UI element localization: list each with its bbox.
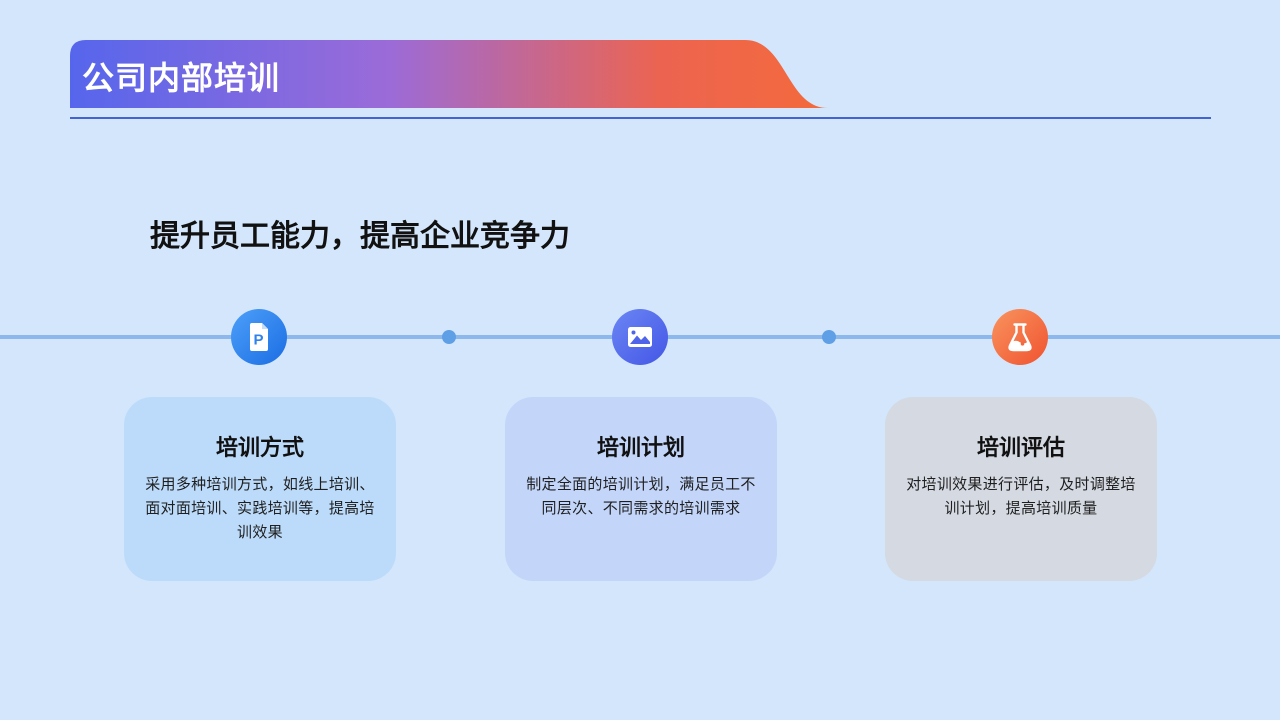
image-icon — [612, 309, 668, 365]
card-training-plan: 培训计划 制定全面的培训计划，满足员工不同层次、不同需求的培训需求 — [505, 397, 777, 581]
subtitle: 提升员工能力，提高企业竞争力 — [150, 220, 570, 253]
ppt-letter: P — [253, 332, 263, 349]
card-body: 制定全面的培训计划，满足员工不同层次、不同需求的培训需求 — [526, 476, 756, 518]
banner-wave-shape — [70, 40, 828, 108]
header-banner: 公司内部培训 — [70, 40, 828, 108]
flask-icon — [992, 309, 1048, 365]
card-title: 培训计划 — [596, 435, 685, 460]
card-body: 采用多种培训方式，如线上培训、面对面培训、实践培训等，提高培训效果 — [145, 476, 375, 542]
ppt-document-icon: P — [231, 309, 287, 365]
timeline-dot — [822, 330, 836, 344]
card-title: 培训方式 — [215, 435, 304, 460]
timeline-dot — [442, 330, 456, 344]
card-training-evaluation: 培训评估 对培训效果进行评估，及时调整培训计划，提高培训质量 — [885, 397, 1157, 581]
card-title: 培训评估 — [976, 435, 1065, 460]
header-underline — [70, 117, 1211, 119]
card-body: 对培训效果进行评估，及时调整培训计划，提高培训质量 — [906, 476, 1136, 518]
slide-title: 公司内部培训 — [82, 60, 281, 96]
card-training-method: 培训方式 采用多种培训方式，如线上培训、面对面培训、实践培训等，提高培训效果 — [124, 397, 396, 581]
